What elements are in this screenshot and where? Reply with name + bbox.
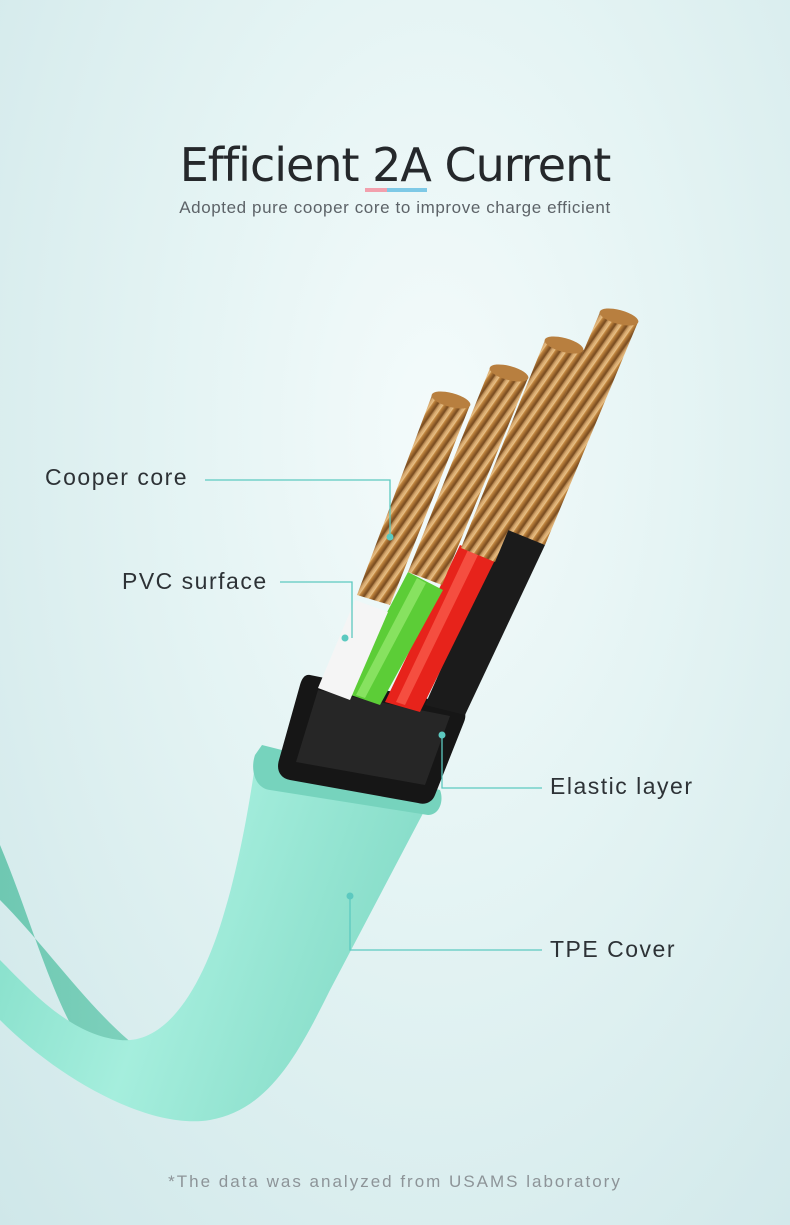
header: Efficient 2A Current Adopted pure cooper… xyxy=(0,0,790,240)
leader-elastic-layer xyxy=(441,735,542,789)
title-accent-pink xyxy=(365,188,387,192)
copper-strand-3 xyxy=(461,340,584,562)
copper-strand-1 xyxy=(357,395,470,605)
leader-dots xyxy=(341,533,446,900)
leader-pvc-surface xyxy=(280,581,353,638)
label-pvc-surface: PVC surface xyxy=(122,568,268,594)
label-cooper-core: Cooper core xyxy=(45,464,189,490)
wire-black xyxy=(425,525,545,715)
page-title: Efficient 2A Current xyxy=(179,138,612,192)
wire-white xyxy=(318,600,388,700)
title-accent-blue xyxy=(387,188,427,192)
leader-tpe-cover xyxy=(349,896,542,951)
copper-strand-4 xyxy=(508,312,638,545)
footnote: *The data was analyzed from USAMS labora… xyxy=(168,1172,622,1191)
leader-lines xyxy=(205,479,542,951)
leader-cooper-core xyxy=(205,479,391,537)
page-subtitle: Adopted pure cooper core to improve char… xyxy=(179,198,611,217)
label-tpe-cover: TPE Cover xyxy=(550,936,676,962)
copper-strand-2 xyxy=(408,368,528,585)
label-elastic-layer: Elastic layer xyxy=(550,773,694,799)
tpe-cover xyxy=(0,755,430,1122)
